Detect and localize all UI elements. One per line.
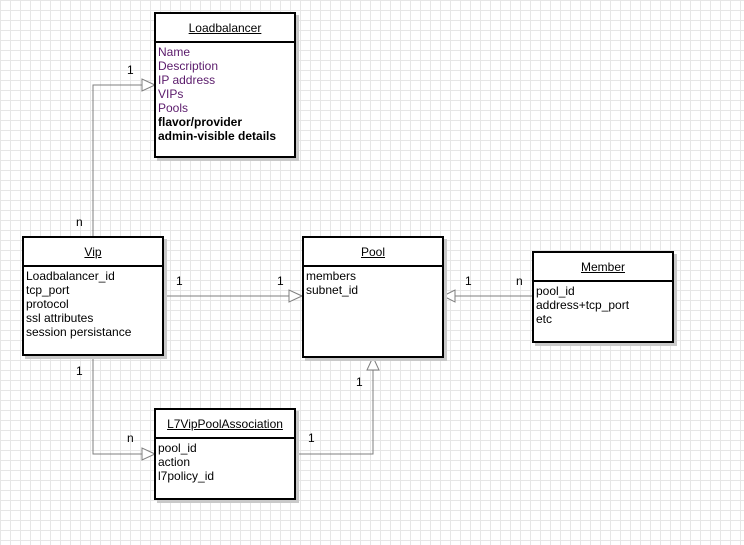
attribute: ssl attributes bbox=[26, 311, 94, 325]
multiplicity-member-pool-source: n bbox=[516, 274, 523, 288]
attribute: l7policy_id bbox=[158, 469, 215, 483]
class-l7vippoolassociation: L7VipPoolAssociation pool_id action l7po… bbox=[154, 408, 296, 500]
attribute: members bbox=[306, 269, 357, 283]
multiplicity-vip-l7-target: n bbox=[127, 431, 134, 445]
class-loadbalancer-title: Loadbalancer bbox=[156, 14, 294, 43]
attribute: IP address bbox=[158, 73, 216, 87]
class-pool-title: Pool bbox=[304, 238, 442, 267]
attribute: Description bbox=[158, 59, 219, 73]
attribute: address+tcp_port bbox=[536, 298, 630, 312]
attribute: admin-visible details bbox=[158, 129, 277, 143]
arrowhead-pool-left bbox=[288, 289, 304, 303]
connector-l7-pool bbox=[296, 370, 374, 455]
class-vip-attributes: Loadbalancer_id tcp_port protocol ssl at… bbox=[24, 267, 162, 339]
attribute: subnet_id bbox=[306, 283, 359, 297]
arrowhead-pool-right bbox=[441, 289, 456, 303]
multiplicity-vip-loadbalancer-target: 1 bbox=[127, 63, 134, 77]
attribute: Pools bbox=[158, 101, 189, 115]
attribute: session persistance bbox=[26, 325, 132, 339]
multiplicity-l7-pool-source: 1 bbox=[308, 431, 315, 445]
multiplicity-l7-pool-target: 1 bbox=[356, 375, 363, 389]
class-member: Member pool_id address+tcp_port etc bbox=[532, 251, 674, 343]
class-vip: Vip Loadbalancer_id tcp_port protocol ss… bbox=[22, 236, 164, 356]
connector-vip-l7 bbox=[92, 355, 142, 455]
attribute: pool_id bbox=[536, 284, 575, 298]
attribute: VIPs bbox=[158, 87, 184, 101]
arrowhead-loadbalancer bbox=[141, 78, 157, 92]
attribute: flavor/provider bbox=[158, 115, 243, 129]
attribute: protocol bbox=[26, 297, 69, 311]
class-member-attributes: pool_id address+tcp_port etc bbox=[534, 282, 672, 326]
multiplicity-vip-pool-target: 1 bbox=[277, 274, 284, 288]
attribute: etc bbox=[536, 312, 553, 326]
arrowhead-l7 bbox=[141, 447, 157, 461]
attribute: action bbox=[158, 455, 191, 469]
attribute: pool_id bbox=[158, 441, 197, 455]
attribute: Loadbalancer_id bbox=[26, 269, 115, 283]
class-member-title: Member bbox=[534, 253, 672, 282]
attribute: Name bbox=[158, 45, 191, 59]
connector-vip-loadbalancer bbox=[92, 84, 142, 237]
multiplicity-member-pool-target: 1 bbox=[465, 274, 472, 288]
class-pool: Pool members subnet_id bbox=[302, 236, 444, 358]
multiplicity-vip-loadbalancer-source: n bbox=[76, 215, 83, 229]
attribute: tcp_port bbox=[26, 283, 70, 297]
class-pool-attributes: members subnet_id bbox=[304, 267, 442, 297]
arrowhead-pool-bottom bbox=[366, 355, 380, 371]
class-l7vippoolassociation-attributes: pool_id action l7policy_id bbox=[156, 439, 294, 483]
class-vip-title: Vip bbox=[24, 238, 162, 267]
multiplicity-vip-l7-source: 1 bbox=[76, 364, 83, 378]
multiplicity-vip-pool-source: 1 bbox=[176, 274, 183, 288]
class-l7vippoolassociation-title: L7VipPoolAssociation bbox=[156, 410, 294, 439]
